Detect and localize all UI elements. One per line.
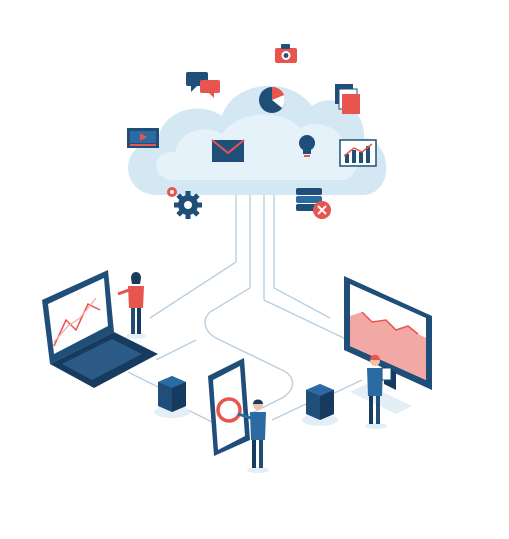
woman-at-laptop — [117, 272, 146, 339]
tools-icon — [313, 201, 331, 219]
man-at-tablet — [237, 399, 269, 473]
network-wires — [127, 195, 363, 423]
bar-chart-icon — [339, 139, 377, 167]
documents-icon — [335, 84, 360, 114]
monitor — [344, 276, 432, 414]
tablet — [208, 358, 250, 456]
lightbulb-icon — [299, 135, 315, 157]
pie-chart-icon — [259, 87, 285, 113]
server-right — [302, 384, 338, 426]
envelope-icon — [211, 139, 245, 162]
cloud — [128, 85, 387, 195]
man-at-monitor — [365, 354, 392, 429]
video-player-icon — [127, 128, 159, 148]
camera-icon — [275, 44, 297, 63]
server-left — [154, 376, 190, 418]
chat-bubble-icon — [186, 72, 220, 98]
gear-icon — [167, 187, 202, 219]
laptop — [42, 270, 158, 388]
